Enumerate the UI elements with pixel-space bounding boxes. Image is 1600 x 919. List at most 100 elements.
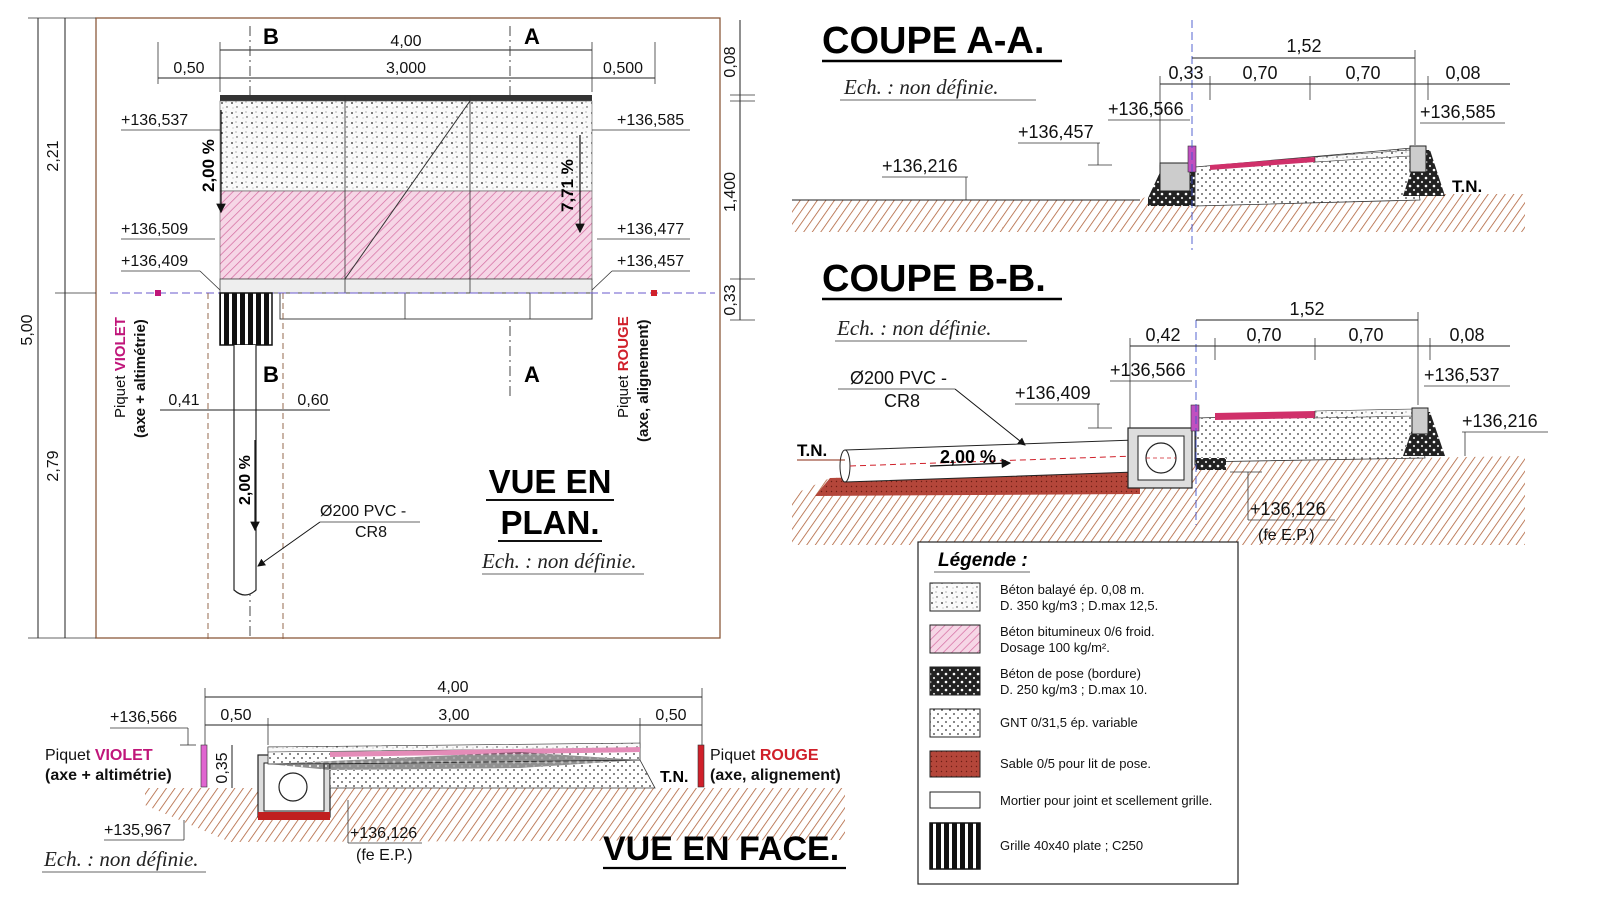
front-stake-red-sub: (axe, alignement)	[710, 767, 841, 784]
front-pipe	[278, 772, 308, 802]
section-aa-dim-total: 1,52	[1286, 36, 1321, 56]
section-bb-pipe-label-1: Ø200 PVC -	[850, 368, 947, 388]
legend-swatch-bedding	[929, 666, 981, 696]
dim-plan-width: 4,00	[390, 33, 421, 50]
plan-frame	[95, 17, 721, 639]
plan-title-line1: VUE EN	[489, 463, 612, 500]
red-stake-marker	[651, 290, 657, 296]
dim-plan-lower: 2,79	[45, 450, 62, 481]
legend: Légende : Béton balayé ép. 0,08 m. D. 35…	[917, 541, 1239, 885]
legend-swatch-bitumen	[929, 624, 981, 654]
section-aa-title: COUPE A-A.	[822, 20, 1044, 62]
section-aa-kerb-right	[1409, 145, 1427, 173]
front-dim-depth: 0,35	[214, 752, 231, 783]
legend-item-3-l2: D. 250 kg/m3 ; D.max 10.	[1000, 682, 1147, 697]
dim-plan-right-margin: 0,500	[603, 60, 643, 77]
front-dim-total: 4,00	[437, 679, 468, 696]
section-bb-dim-4: 0,08	[1449, 325, 1484, 345]
legend-item-7: Grille 40x40 plate ; C250	[1000, 838, 1143, 853]
section-bb-bedding-mid	[1196, 458, 1226, 470]
front-dim-right: 0,50	[655, 707, 686, 724]
section-bb-level-3: +136,409	[1015, 383, 1091, 403]
plan-top-border	[220, 95, 592, 101]
front-level-1: +136,566	[110, 709, 177, 726]
dim-plan-total: 5,00	[19, 314, 36, 345]
plan-bottom-border	[219, 278, 593, 294]
front-level-3: +136,126	[350, 825, 417, 842]
front-dim-mid: 3,00	[438, 707, 469, 724]
dim-plan-right-2: 1,400	[722, 172, 739, 212]
section-aa-tn: T.N.	[1452, 177, 1482, 196]
section-aa-level-3: +136,457	[1018, 122, 1094, 142]
front-stake-violet-sub: (axe + altimétrie)	[45, 767, 172, 784]
dim-plan-left-margin: 0,50	[173, 60, 204, 77]
level-plan-5: +136,409	[121, 253, 188, 270]
section-mark-a-bottom: A	[524, 362, 540, 387]
section-aa-scale: Ech. : non définie.	[843, 75, 999, 99]
section-mark-b-top: B	[263, 24, 279, 49]
front-dim-left: 0,50	[220, 707, 251, 724]
section-bb: COUPE B-B. Ech. : non définie.	[792, 258, 1548, 545]
front-level-2: +135,967	[104, 822, 171, 839]
section-aa-level-2: +136,585	[1420, 102, 1496, 122]
legend-item-1-l1: Béton balayé ép. 0,08 m.	[1000, 582, 1145, 597]
plan-grille	[219, 292, 273, 346]
section-aa-level-4: +136,216	[882, 156, 958, 176]
dim-plan-upper: 2,21	[45, 140, 62, 171]
slope-plan-left: 2,00 %	[199, 139, 218, 192]
dim-plan-pipe-left: 0,41	[168, 392, 199, 409]
section-aa-ground	[792, 194, 1525, 232]
legend-swatch-gnt	[929, 708, 981, 738]
front-view: 4,00 0,50 3,00 0,50 0,35 +136,566 Piquet…	[42, 679, 846, 873]
front-tn: T.N.	[660, 769, 688, 786]
front-bitumen	[330, 747, 640, 757]
legend-swatch-mortar	[929, 791, 981, 809]
front-stake-red-label: Piquet ROUGE	[710, 747, 819, 764]
slope-plan-right: 7,71 %	[558, 159, 577, 212]
section-aa-kerb-left	[1159, 162, 1191, 192]
plan-stake-violet-sub: (axe + altimétrie)	[132, 319, 149, 438]
section-bb-dim-1: 0,42	[1145, 325, 1180, 345]
section-aa-level-1: +136,566	[1108, 99, 1184, 119]
section-bb-dim-2: 0,70	[1246, 325, 1281, 345]
section-aa-bitumen	[1210, 157, 1315, 170]
front-scale: Ech. : non définie.	[43, 847, 199, 871]
section-bb-dim-total: 1,52	[1289, 299, 1324, 319]
plan-pipe	[233, 345, 257, 596]
plan-pipe-label-1: Ø200 PVC -	[320, 503, 406, 520]
section-bb-title: COUPE B-B.	[822, 258, 1046, 300]
violet-stake-marker	[155, 290, 161, 296]
legend-item-2-l2: Dosage 100 kg/m².	[1000, 640, 1110, 655]
plan-title-line2: PLAN.	[501, 504, 600, 541]
legend-item-2-l1: Béton bitumineux 0/6 froid.	[1000, 624, 1155, 639]
level-plan-3: +136,509	[121, 221, 188, 238]
plan-stake-violet-label: Piquet VIOLET	[112, 317, 129, 418]
section-bb-slope: 2,00 %	[940, 447, 996, 467]
front-red-stake	[697, 744, 705, 788]
section-bb-pipe-label-2: CR8	[884, 391, 920, 411]
section-aa-bedding-right	[1403, 150, 1445, 196]
front-ground	[145, 788, 845, 842]
section-aa-dim-4: 0,08	[1445, 63, 1480, 83]
section-bb-dim-3: 0,70	[1348, 325, 1383, 345]
legend-swatch-grille	[929, 822, 981, 870]
section-bb-violet-stake	[1190, 404, 1200, 432]
dim-plan-pipe-right: 0,60	[297, 392, 328, 409]
legend-item-3-l1: Béton de pose (bordure)	[1000, 666, 1141, 681]
section-bb-level-4: +136,216	[1462, 411, 1538, 431]
section-bb-fe: (fe E.P.)	[1258, 527, 1315, 544]
plan-mortar-strip	[279, 292, 593, 320]
section-aa-dim-1: 0,33	[1168, 63, 1203, 83]
legend-swatch-sand	[929, 750, 981, 778]
section-bb-bitumen	[1215, 411, 1315, 420]
level-plan-4: +136,477	[617, 221, 684, 238]
section-bb-kerb-right	[1411, 407, 1429, 435]
plan-bitumen-zone	[219, 190, 593, 280]
section-aa-dim-2: 0,70	[1242, 63, 1277, 83]
section-mark-b-bottom: B	[263, 362, 279, 387]
plan-stake-red-label: Piquet ROUGE	[615, 316, 632, 418]
front-stake-violet-label: Piquet VIOLET	[45, 747, 153, 764]
legend-item-1-l2: D. 350 kg/m3 ; D.max 12,5.	[1000, 598, 1158, 613]
front-title: VUE EN FACE.	[603, 830, 839, 868]
